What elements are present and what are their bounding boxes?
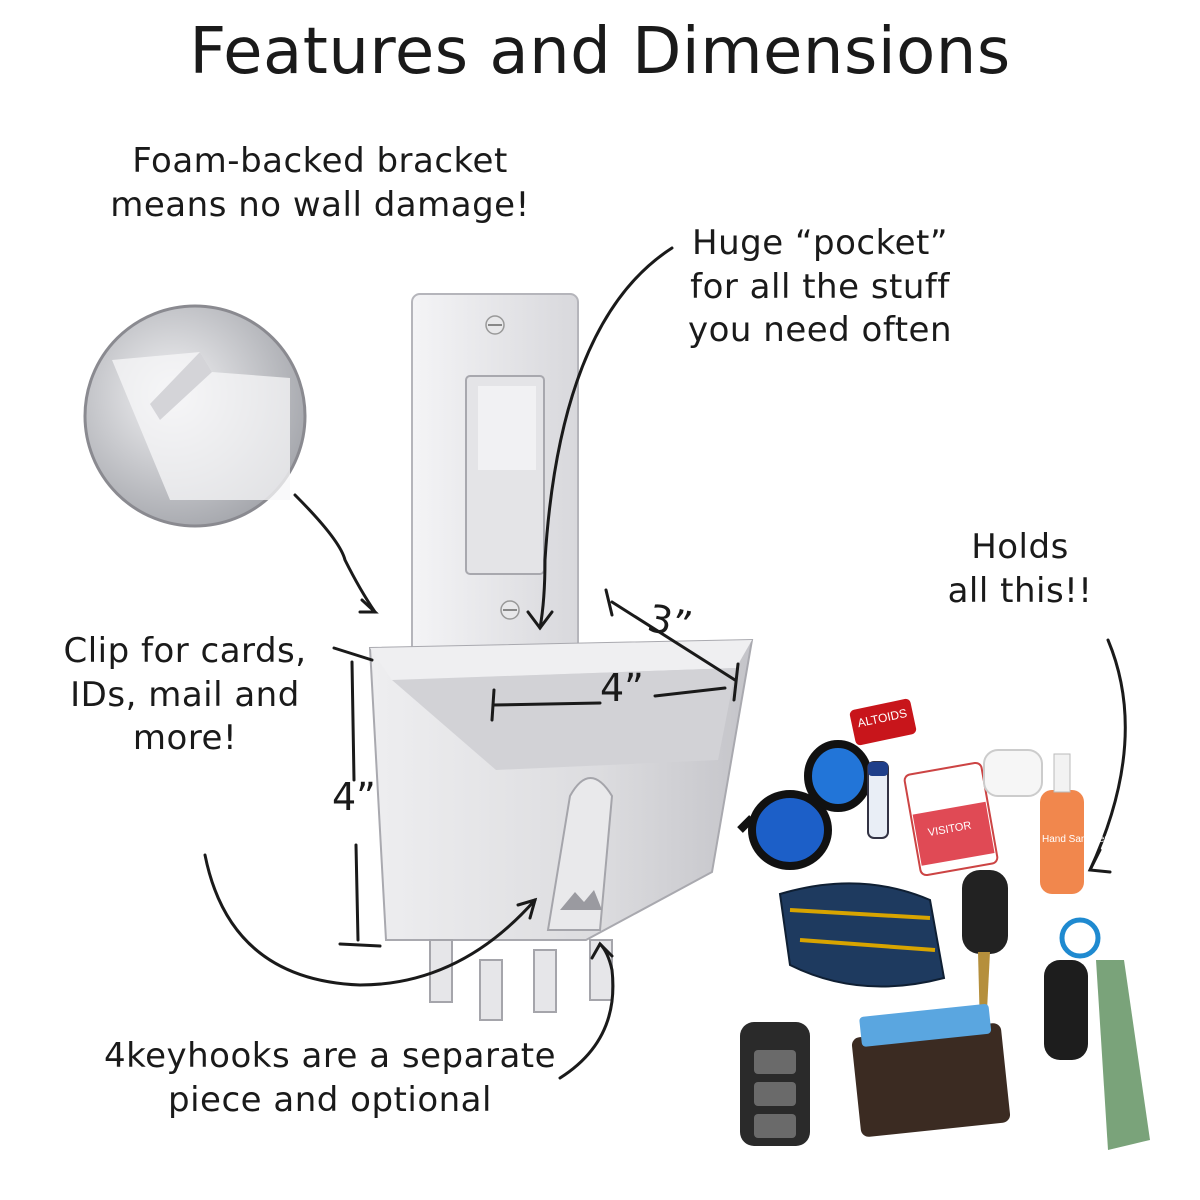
car-key-fob: [962, 870, 1008, 954]
second-key-fob: [1044, 960, 1088, 1060]
key-hooks: [429, 939, 613, 1021]
organizer-pocket: [368, 638, 754, 941]
garage-remote: [740, 1022, 810, 1146]
clip-callout: Clip for cards, IDs, mail and more!: [30, 630, 340, 761]
sanitizer-label: Hand Sanitizer: [1042, 834, 1108, 845]
clip-callout-line-3: more!: [132, 718, 238, 759]
everyday-items: ALTOIDS VISITOR Hand Sanitizer: [737, 698, 1150, 1150]
dimension-height-label: 4”: [332, 775, 376, 819]
pocket-callout-line-2: for all the stuff: [690, 266, 950, 307]
keyhooks-callout: 4keyhooks are a separate piece and optio…: [60, 1035, 600, 1122]
holds-callout-line-1: Holds: [971, 527, 1069, 567]
sunglasses: [737, 740, 872, 870]
clip-callout-line-1: Clip for cards,: [63, 631, 307, 671]
wristlet-lanyard: [1096, 960, 1150, 1150]
dimension-width-label: 4”: [600, 666, 644, 710]
page-title: Features and Dimensions: [189, 15, 1011, 89]
holds-callout: Holds all this!!: [910, 526, 1130, 613]
holds-callout-line-2: all this!!: [947, 570, 1093, 611]
dimension-lines: [332, 588, 740, 948]
hand-sanitizer: Hand Sanitizer: [1040, 753, 1108, 894]
foam-callout-line-1: Foam-backed bracket: [132, 141, 508, 181]
foam-bracket-closeup: [83, 304, 307, 528]
keyhooks-callout-line-2: piece and optional: [168, 1079, 492, 1120]
foam-callout-line-2: means no wall damage!: [110, 184, 530, 225]
pocket-callout-line-3: you need often: [687, 310, 953, 351]
pocket-callout: Huge “pocket” for all the stuff you need…: [640, 222, 1000, 353]
clip-callout-line-2: IDs, mail and: [70, 674, 300, 715]
face-mask: [778, 882, 946, 988]
pocket-callout-line-1: Huge “pocket”: [692, 223, 948, 263]
earbuds-case: [983, 749, 1043, 797]
visitor-badge: VISITOR: [903, 761, 999, 877]
card-clip: [546, 777, 614, 931]
wallet: [851, 1003, 1011, 1137]
carabiner-icon: [1059, 917, 1101, 959]
mountain-logo-icon: [560, 890, 602, 910]
dimension-depth-label: 3”: [643, 595, 696, 649]
foam-bracket-callout: Foam-backed bracket means no wall damage…: [70, 140, 570, 227]
arrows: [203, 246, 1127, 1080]
keyhooks-callout-line-1: 4keyhooks are a separate: [103, 1036, 557, 1076]
mint-tin: ALTOIDS: [849, 698, 917, 746]
